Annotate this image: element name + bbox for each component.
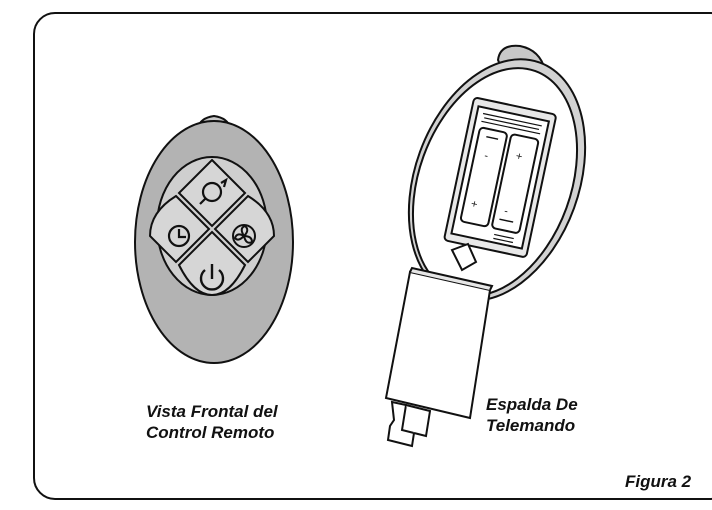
clock-icon xyxy=(167,224,191,248)
svg-text:-: - xyxy=(503,205,509,218)
svg-text:+: + xyxy=(470,198,479,211)
fan-icon xyxy=(232,224,256,248)
oscillate-icon xyxy=(199,177,228,205)
battery-right xyxy=(491,133,540,234)
caption-back-view: Espalda De Telemando xyxy=(486,394,578,436)
power-button xyxy=(177,230,247,297)
battery-compartment: - + + - xyxy=(443,97,557,258)
caption-front-view: Vista Frontal del Control Remoto xyxy=(146,401,278,443)
battery-door-latch xyxy=(386,400,416,448)
figure-frame xyxy=(33,12,712,500)
oscillate-button xyxy=(177,158,247,228)
remote-front xyxy=(134,114,294,364)
svg-text:-: - xyxy=(483,150,489,163)
battery-door-hinge xyxy=(450,242,478,272)
caption-front-line-2: Control Remoto xyxy=(146,423,275,442)
figure-label: Figura 2 xyxy=(625,472,692,491)
fan-speed-button xyxy=(213,194,276,264)
power-icon xyxy=(199,264,225,291)
caption-back-line-1: Espalda De xyxy=(486,395,578,414)
remote-back: - + + - xyxy=(384,44,587,448)
battery-left xyxy=(459,126,508,228)
svg-text:+: + xyxy=(515,150,524,163)
caption-front-line-1: Vista Frontal del xyxy=(146,402,278,421)
battery-door xyxy=(384,270,492,420)
caption-back-line-2: Telemando xyxy=(486,416,576,435)
